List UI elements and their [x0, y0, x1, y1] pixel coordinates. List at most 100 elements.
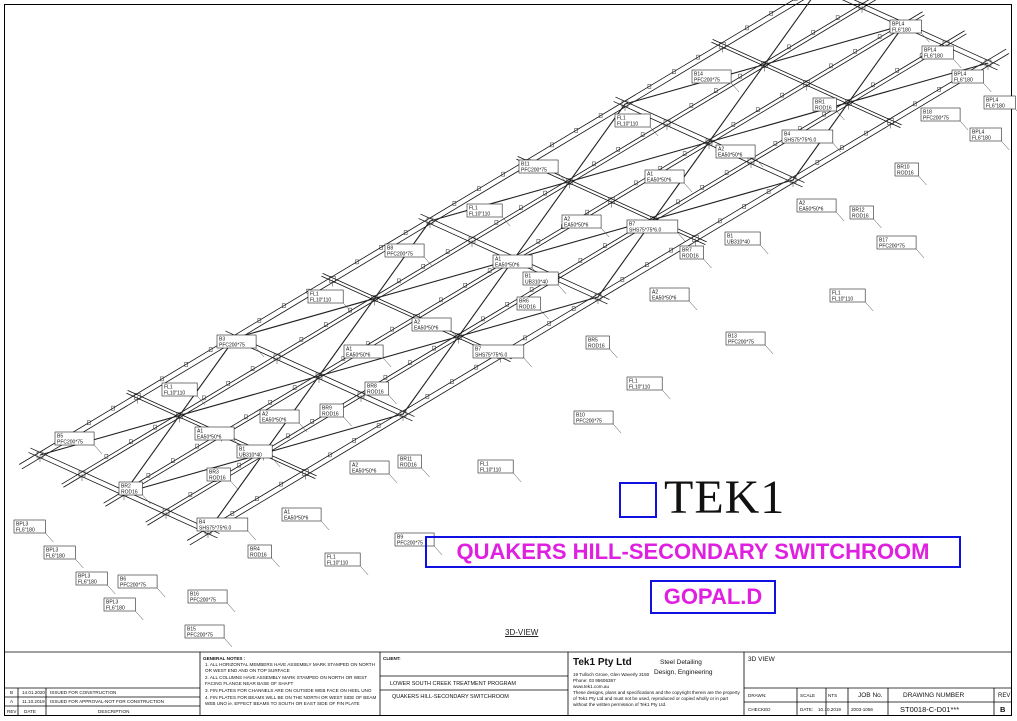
fin-plate — [452, 201, 457, 206]
leader-line — [247, 530, 256, 541]
general-note-1: 1. ALL HORIZONTAL MEMBERS HAVE ASSEMBLY … — [205, 662, 375, 673]
member-tag-section: FL6"180 — [954, 78, 973, 84]
fin-plate — [871, 82, 875, 88]
member-tag-code: A2 — [262, 412, 268, 418]
member-tag-section: EA50*50*6 — [197, 435, 222, 441]
leader-line — [915, 248, 925, 259]
member-tag-box — [849, 205, 874, 220]
member-tag-section: EA50*50*6 — [495, 263, 520, 269]
fin-plate — [689, 103, 694, 108]
member-tag-box — [196, 517, 249, 532]
member-tag-code: A2 — [414, 320, 420, 326]
member-tag-code: A2 — [799, 201, 805, 207]
company-disclaimer: These designs, plans and specifications … — [573, 690, 740, 707]
leader-line — [612, 423, 622, 434]
member-tag-box — [561, 214, 602, 229]
leader-line — [255, 347, 265, 358]
member-tag-box — [477, 459, 514, 474]
leader-line — [921, 32, 930, 43]
fin-plate — [682, 151, 687, 156]
member-tag-section: ROD16 — [852, 214, 869, 220]
leader-line — [730, 82, 740, 93]
leader-line — [271, 557, 280, 568]
member-tag-code: A2 — [564, 217, 570, 223]
leader-line — [836, 110, 845, 121]
fin-plate — [421, 264, 425, 269]
member-tag-section: ROD16 — [250, 553, 267, 559]
fin-plate — [829, 63, 833, 69]
member-tag-box — [522, 271, 559, 286]
fin-plate — [352, 438, 356, 443]
member-tag-code: B11 — [521, 162, 530, 168]
member-tag-code: BR11 — [400, 457, 412, 463]
fin-plate — [226, 381, 230, 386]
fin-plate — [815, 160, 820, 165]
edge-channel-beam — [189, 53, 1010, 546]
fin-plate — [501, 171, 505, 177]
member-tag-section: PFC200*75 — [190, 598, 216, 604]
leader-line — [873, 218, 882, 229]
member-tag-code: FL1 — [832, 291, 841, 297]
member-tag-code: B13 — [728, 334, 737, 340]
member-tag-section: EA50*50*6 — [262, 418, 287, 424]
member-tag-code: BR3 — [209, 470, 219, 476]
leader-line — [650, 126, 659, 137]
member-tag-section: PFC200*75 — [521, 168, 547, 174]
member-tag-section: FL10"110 — [832, 297, 853, 303]
member-tag-box — [969, 127, 1002, 142]
member-tag-section: FL6"180 — [106, 606, 125, 612]
fin-plate — [244, 414, 248, 420]
primary-beam — [61, 0, 870, 485]
fin-plate — [547, 321, 551, 326]
member-tag-box — [118, 481, 143, 496]
leader-line — [156, 587, 166, 598]
leader-line — [382, 357, 392, 368]
member-tag-code: B1 — [239, 447, 245, 453]
leader-line — [865, 301, 874, 312]
fin-plate — [432, 345, 436, 351]
member-tag-code: BR2 — [121, 484, 131, 490]
drawn-label: DRAWN: — [748, 693, 767, 698]
fin-plate — [439, 297, 443, 303]
member-tag-section: PFC200*75 — [397, 541, 423, 547]
member-tag-code: BPL4 — [954, 72, 966, 78]
fin-plate — [328, 452, 332, 458]
member-tag-box — [117, 574, 158, 589]
member-tag-code: BPL4 — [924, 48, 936, 54]
leader-line — [450, 330, 460, 341]
fin-plate — [481, 316, 485, 322]
fin-plate — [153, 424, 157, 430]
member-tag-box — [516, 296, 541, 311]
leader-line — [230, 480, 239, 491]
leader-line — [918, 175, 927, 186]
leader-line — [226, 602, 236, 613]
leader-line — [959, 120, 969, 131]
fin-plate — [864, 130, 868, 136]
leader-line — [45, 532, 54, 543]
fin-plate — [257, 318, 262, 323]
member-tag-code: BR6 — [519, 299, 529, 305]
member-tag-code: B10 — [576, 413, 585, 419]
member-tag-box — [691, 69, 732, 84]
member-tag-code: B5 — [57, 434, 63, 440]
fin-plate — [550, 142, 554, 148]
leader-line — [320, 520, 330, 531]
leader-line — [135, 610, 144, 621]
rev-row-a-desc: ISSUED FOR APPROVAL-NOT FOR CONSTRUCTION — [50, 699, 164, 704]
member-tag-section: SHS75*75*6.0 — [475, 353, 507, 359]
fin-plate — [835, 15, 840, 20]
rev-row-a-rev: A — [10, 699, 14, 704]
fin-plate — [937, 87, 941, 92]
rev-value: B — [1000, 705, 1006, 714]
fin-plate — [676, 199, 680, 205]
